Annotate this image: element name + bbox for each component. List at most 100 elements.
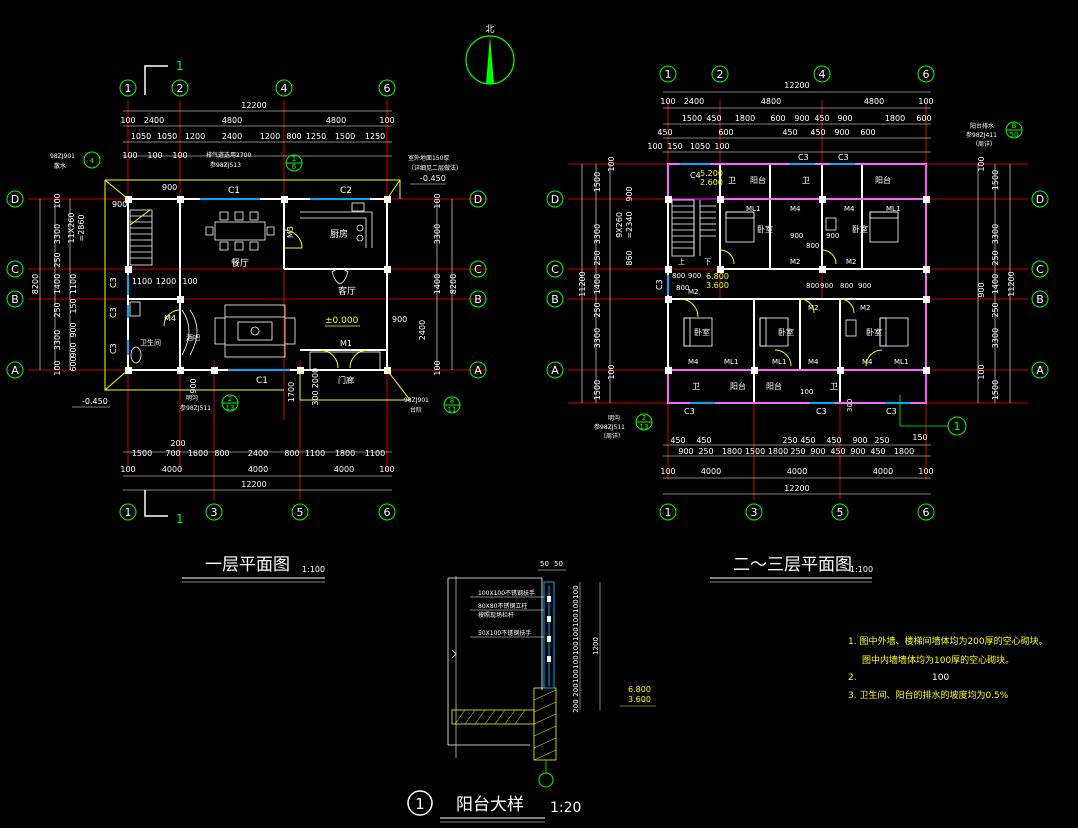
dim: 900 [850,447,865,456]
detail-slab-hatch [454,709,526,725]
plan1-room-bar: 酒吧 [186,334,200,342]
dim: 2400 [144,116,164,125]
dim: 1050 [690,142,710,151]
dim-total: 12200 [784,81,809,90]
dim: 900 [69,322,78,337]
axis-label: 4 [819,68,826,81]
dim: 100 [572,655,580,668]
dim: 800 [806,242,819,250]
dim: 4800 [864,97,884,106]
note-2b: 100 [932,673,949,683]
detail-title-circle [407,790,433,816]
plan1-inner-dims: 1100 1200 100 900 900 2000 1700 300 900 … [112,183,407,406]
dim: 600 [69,356,78,371]
detail-scale: 1:20 [550,800,581,816]
dim: 1800 [335,449,355,458]
axis-label: 1 [125,506,132,519]
detail-label: 50X100不锈钢扶手 [478,629,531,637]
ref-den: 13 [226,404,235,412]
dim: 1700 [287,382,296,402]
plan1-ref-circle-labels: 4 1 6 2 13 8 11 [90,155,457,414]
plan1-win-c2: C2 [340,186,352,196]
plan2-stair-down: 下 [704,258,711,266]
dim: 300 [311,390,320,405]
plan2-dim-lines [581,91,1011,495]
plan2-stair [671,199,716,257]
axis-label: B [11,293,19,306]
dim-total: 12200 [784,484,809,493]
room-balcony: 阳台 [875,175,891,185]
plan2-door-labels: ML1 M4 M4 ML1 M2 M2 M2 M2 M2 M4 ML1 ML1 … [688,205,908,366]
dim: 1100 [132,277,152,286]
axis-label: 6 [923,506,930,519]
door: ML1 [772,358,786,366]
elev: 6.800 [706,272,729,281]
axis-label: 2 [177,82,184,95]
dim: 2400 [418,320,427,340]
plan1-room-wc: 卫生间 [140,338,161,347]
dim: 3300 [991,328,1000,348]
balcony-detail: 100X100不锈钢扶手 80X80不锈钢立柱 按照现场栏杆 50X100不锈钢… [407,560,656,823]
section-mark-bottom: 1 [144,490,184,526]
plan1-axis-bubbles [6,79,487,521]
axis-label: 6 [384,82,391,95]
dim: 1400 [593,274,602,294]
axis-label: 5 [837,506,844,519]
plan1-bottom-dims: 200 1500 700 1600 800 2400 800 1100 1800… [120,439,394,489]
door: M2 [790,258,801,266]
elev: 6.800 [628,685,651,694]
dim: 900 [69,342,78,357]
axis-label: C [1036,263,1044,276]
plan1-win-c1-top: C1 [228,186,240,196]
dim: 250 [874,436,889,445]
dim: 4000 [248,465,268,474]
room-bedroom: 卧室 [866,327,882,337]
dim: 900 [820,282,833,290]
ref: 明沟 [186,394,198,402]
ref: 散水 [54,162,66,170]
ref: （周详） [972,140,996,148]
detail-top-dims: 50 50 [540,560,563,568]
plan1-living-sofa [214,304,296,358]
axis-label: A [11,364,19,377]
elev: 3.600 [628,695,651,704]
axis-label: C [474,263,482,276]
elev: 3.600 [706,281,729,290]
detail-beam-hatch [533,689,557,761]
dim: 450 [706,114,721,123]
dim: 3300 [593,328,602,348]
dim: 4000 [162,465,182,474]
axis-label: B [474,293,482,306]
ref-den: 6 [292,163,297,171]
axis-label: C [11,263,19,276]
axis-label: 6 [923,68,930,81]
dim: 1800 [885,114,905,123]
plan1-outline [104,179,412,401]
plan2-axis-labels: 1 2 4 6 1 3 5 6 D C B A D C B A [551,68,1044,519]
plan1-porch [309,351,381,371]
dim: 450 [814,114,829,123]
axis-label: D [1036,193,1044,206]
plan1-wc-fixtures [129,301,198,364]
plan1-kitchen-fixtures [300,202,373,248]
axis-label: B [551,293,559,306]
detail-leaders [470,596,544,638]
dim: 100 [120,465,135,474]
dim: 4000 [701,467,721,476]
dim: 450 [670,436,685,445]
ref-num: 1 [292,155,296,163]
plan1-room-living: 客厅 [338,285,356,297]
door: M2 [860,304,871,312]
dim: 1500 [132,449,152,458]
plan2-refs: 阳台排水 参98ZJ411 （周详） 明沟 参98ZJ511 （周详） [594,122,997,440]
detail-right-dim-lines [579,582,601,710]
room-wc: 卫 [830,382,838,391]
dim: 900 [794,114,809,123]
dim: 1400 [433,274,442,294]
axis-label: 1 [665,506,672,519]
dim: 100 [572,627,580,640]
dim: 450 [782,128,797,137]
ref-num: B [1012,122,1017,130]
north-label: 北 [485,24,494,35]
dim: 250 [991,250,1000,265]
